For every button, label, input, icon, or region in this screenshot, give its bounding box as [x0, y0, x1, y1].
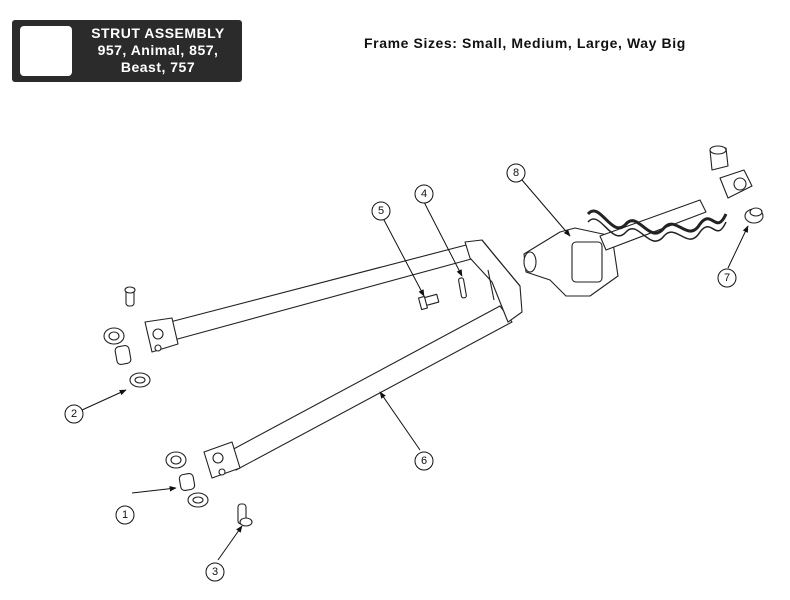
title-line-3: Beast, 757: [120, 59, 196, 75]
pin-part-4: [458, 277, 467, 299]
frame-sizes-note: Frame Sizes: Small, Medium, Large, Way B…: [364, 35, 686, 51]
callout-4: 4: [421, 188, 427, 200]
callout-1: 1: [122, 509, 128, 521]
top-bushing: [709, 145, 729, 171]
bolt-part-5: [417, 293, 440, 311]
callout-7: 7: [724, 272, 730, 284]
lower-pivot-hardware: [165, 451, 253, 527]
logo-placeholder: [20, 26, 72, 76]
upper-strut-arm: [144, 243, 476, 353]
callout-2: 2: [71, 408, 77, 420]
callout-8: 8: [513, 167, 519, 179]
lower-strut-arm: [203, 305, 513, 479]
title-line-1: STRUT ASSEMBLY: [91, 25, 225, 41]
yoke-block: [464, 239, 523, 323]
assembly-title: STRUT ASSEMBLY 957, Animal, 857, Beast, …: [78, 25, 238, 76]
callout-3: 3: [212, 566, 218, 578]
callout-6: 6: [421, 455, 427, 467]
title-line-2: 957, Animal, 857,: [97, 42, 219, 58]
bushing-part-7: [744, 207, 764, 224]
shock-absorber: [523, 169, 753, 297]
callout-5: 5: [378, 205, 384, 217]
upper-pivot-hardware: [103, 286, 151, 388]
title-block: STRUT ASSEMBLY 957, Animal, 857, Beast, …: [12, 20, 242, 82]
